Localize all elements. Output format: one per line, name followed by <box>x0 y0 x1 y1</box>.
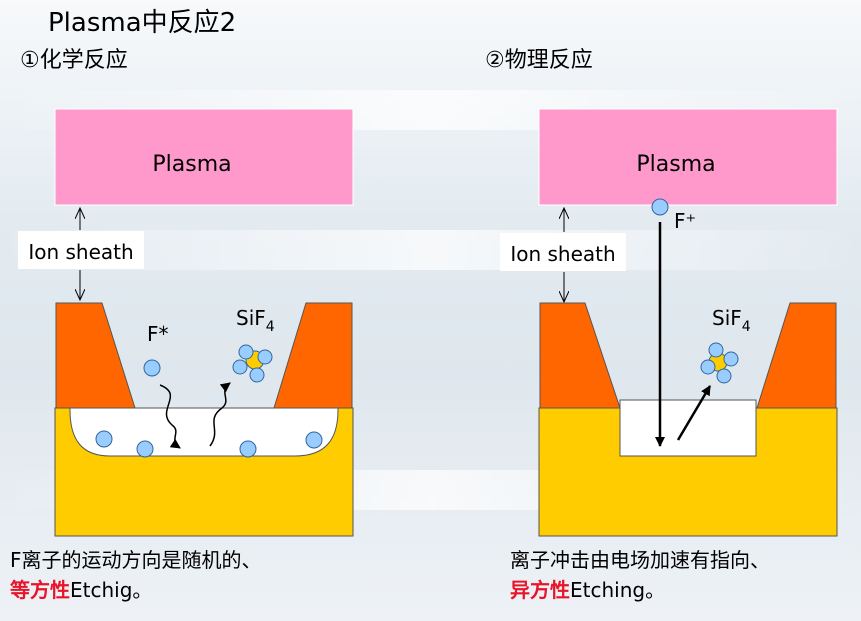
right-sheath-label-bg <box>500 233 626 271</box>
right-ion-particle <box>651 198 669 216</box>
left-caption-highlight: 等方性 <box>10 578 70 602</box>
left-product-label: SiF4 <box>236 306 275 335</box>
left-ion-label: F* <box>147 322 169 346</box>
left-caption-line2: 等方性Etchig。 <box>10 575 262 605</box>
left-caption-rest: Etchig。 <box>70 578 153 602</box>
right-ion-label: F⁺ <box>674 209 696 233</box>
left-plasma-box <box>54 108 354 206</box>
left-mask-right <box>273 302 353 409</box>
right-subtitle: ②物理反应 <box>485 48 593 73</box>
right-mask-left <box>539 302 621 409</box>
page-title: Plasma中反应2 <box>48 8 237 38</box>
left-radical-particle <box>143 359 161 377</box>
left-caption: F离子的运动方向是随机的、 等方性Etchig。 <box>10 545 262 605</box>
left-plasma-label: Plasma <box>152 152 231 177</box>
left-product-path <box>209 382 231 447</box>
right-plasma-box <box>538 108 838 206</box>
left-particle <box>95 430 113 448</box>
right-sif4-molecule <box>700 342 739 384</box>
left-radical-path <box>159 384 181 449</box>
left-sif4-molecule <box>232 344 273 383</box>
left-particle <box>239 440 257 458</box>
right-mask-right <box>756 302 837 409</box>
right-sheath-label: Ion sheath <box>510 242 615 266</box>
right-etch-trench <box>619 399 757 457</box>
left-sheath-label: Ion sheath <box>28 240 133 264</box>
right-panel: Plasma Ion sheath F⁺ SiF4 <box>500 108 838 537</box>
left-caption-line1: F离子的运动方向是随机的、 <box>10 548 262 572</box>
left-mask-left <box>55 302 136 409</box>
left-particle <box>136 440 154 458</box>
right-plasma-label: Plasma <box>636 152 715 177</box>
right-caption-line1: 离子冲击由电场加速有指向、 <box>510 548 770 572</box>
left-subtitle: ①化学反应 <box>20 48 128 73</box>
left-particle <box>305 431 323 449</box>
right-caption-rest: Etching。 <box>570 578 666 602</box>
left-etch-cavity <box>69 407 339 457</box>
right-product-path <box>676 385 712 441</box>
right-product-label: SiF4 <box>712 306 751 335</box>
right-caption-highlight: 异方性 <box>510 578 570 602</box>
right-caption-line2: 异方性Etching。 <box>510 575 770 605</box>
right-caption: 离子冲击由电场加速有指向、 异方性Etching。 <box>510 545 770 605</box>
left-panel: Plasma Ion sheath F* SiF4 <box>18 108 354 537</box>
left-sheath-label-bg <box>18 231 144 269</box>
